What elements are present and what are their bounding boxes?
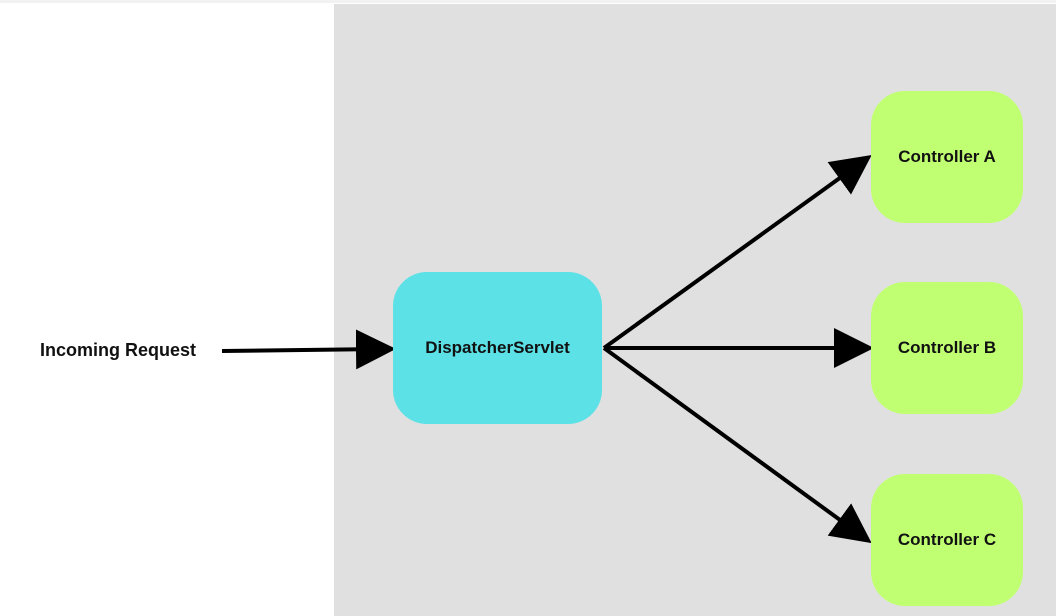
controller-a-label: Controller A (898, 147, 996, 166)
controller-c-node: Controller C (871, 474, 1023, 606)
controller-b-node: Controller B (871, 282, 1023, 414)
controller-a-node: Controller A (871, 91, 1023, 223)
controller-c-label: Controller C (897, 530, 997, 549)
controller-b-label: Controller B (897, 338, 997, 357)
top-divider (0, 0, 1056, 3)
incoming-request-label: Incoming Request (40, 340, 197, 360)
dispatcher-servlet-label: DispatcherServlet (425, 338, 570, 357)
dispatcher-servlet-node: DispatcherServlet (393, 272, 602, 424)
